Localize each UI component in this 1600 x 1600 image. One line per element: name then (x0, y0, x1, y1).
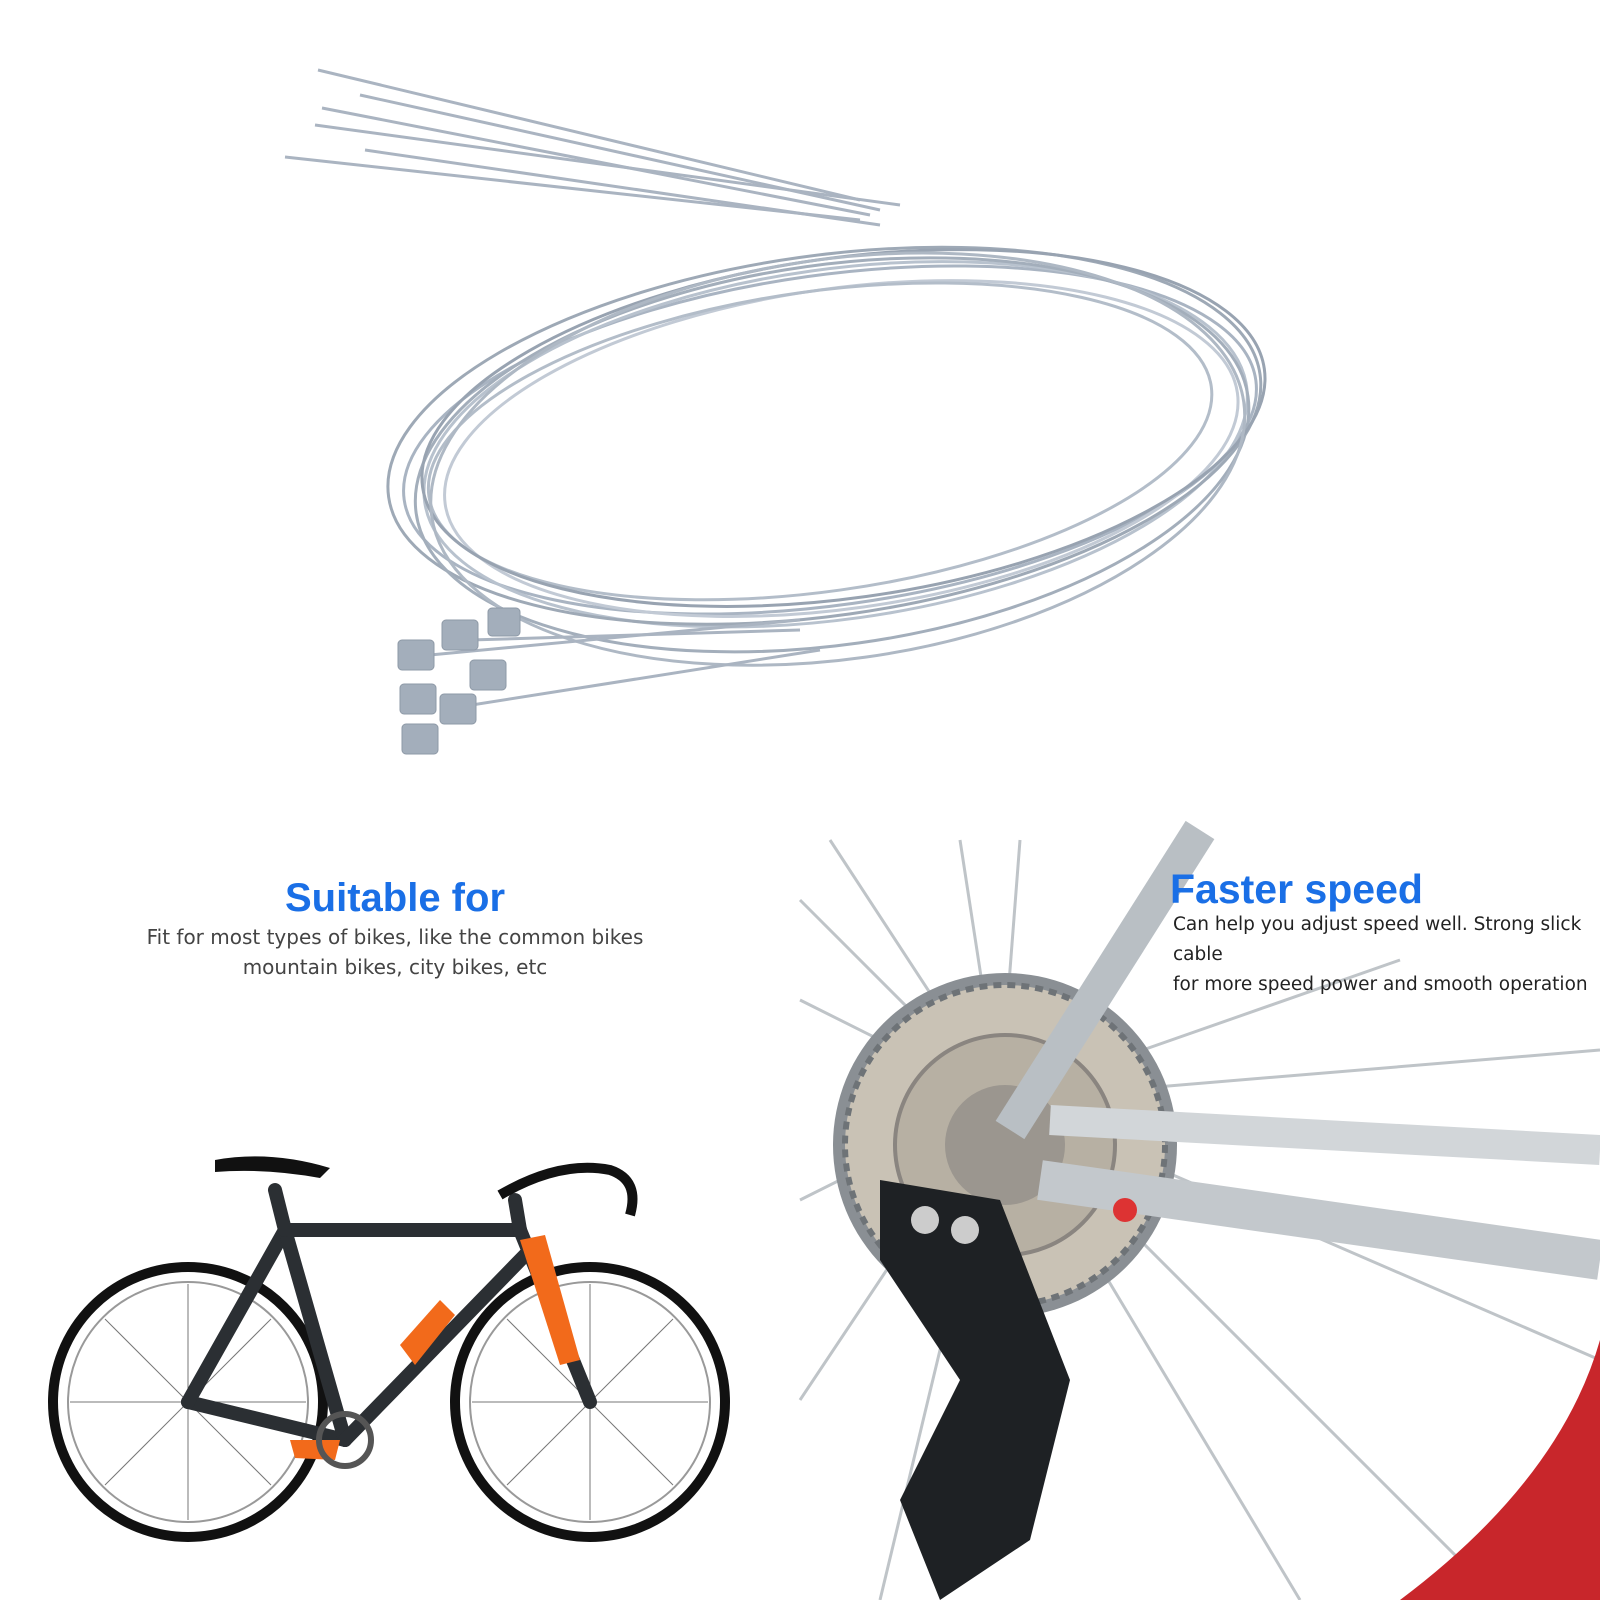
suitable-line-2: mountain bikes, city bikes, etc (242, 955, 548, 979)
derailleur-closeup-image (798, 820, 1600, 1600)
road-bike-image (48, 1156, 730, 1542)
suitable-for-heading: Suitable for (284, 876, 506, 920)
suitable-line-1: Fit for most types of bikes, like the co… (146, 925, 644, 949)
speed-line-1: Can help you adjust speed well. Strong s… (1173, 914, 1582, 965)
faster-speed-description: Can help you adjust speed well. Strong s… (1173, 910, 1600, 1000)
faster-speed-heading: Faster speed (1170, 866, 1423, 912)
speed-line-2: for more speed power and smooth operatio… (1173, 974, 1588, 995)
cable-coil-image (284, 68, 1267, 755)
suitable-for-description: Fit for most types of bikes, like the co… (0, 922, 790, 982)
